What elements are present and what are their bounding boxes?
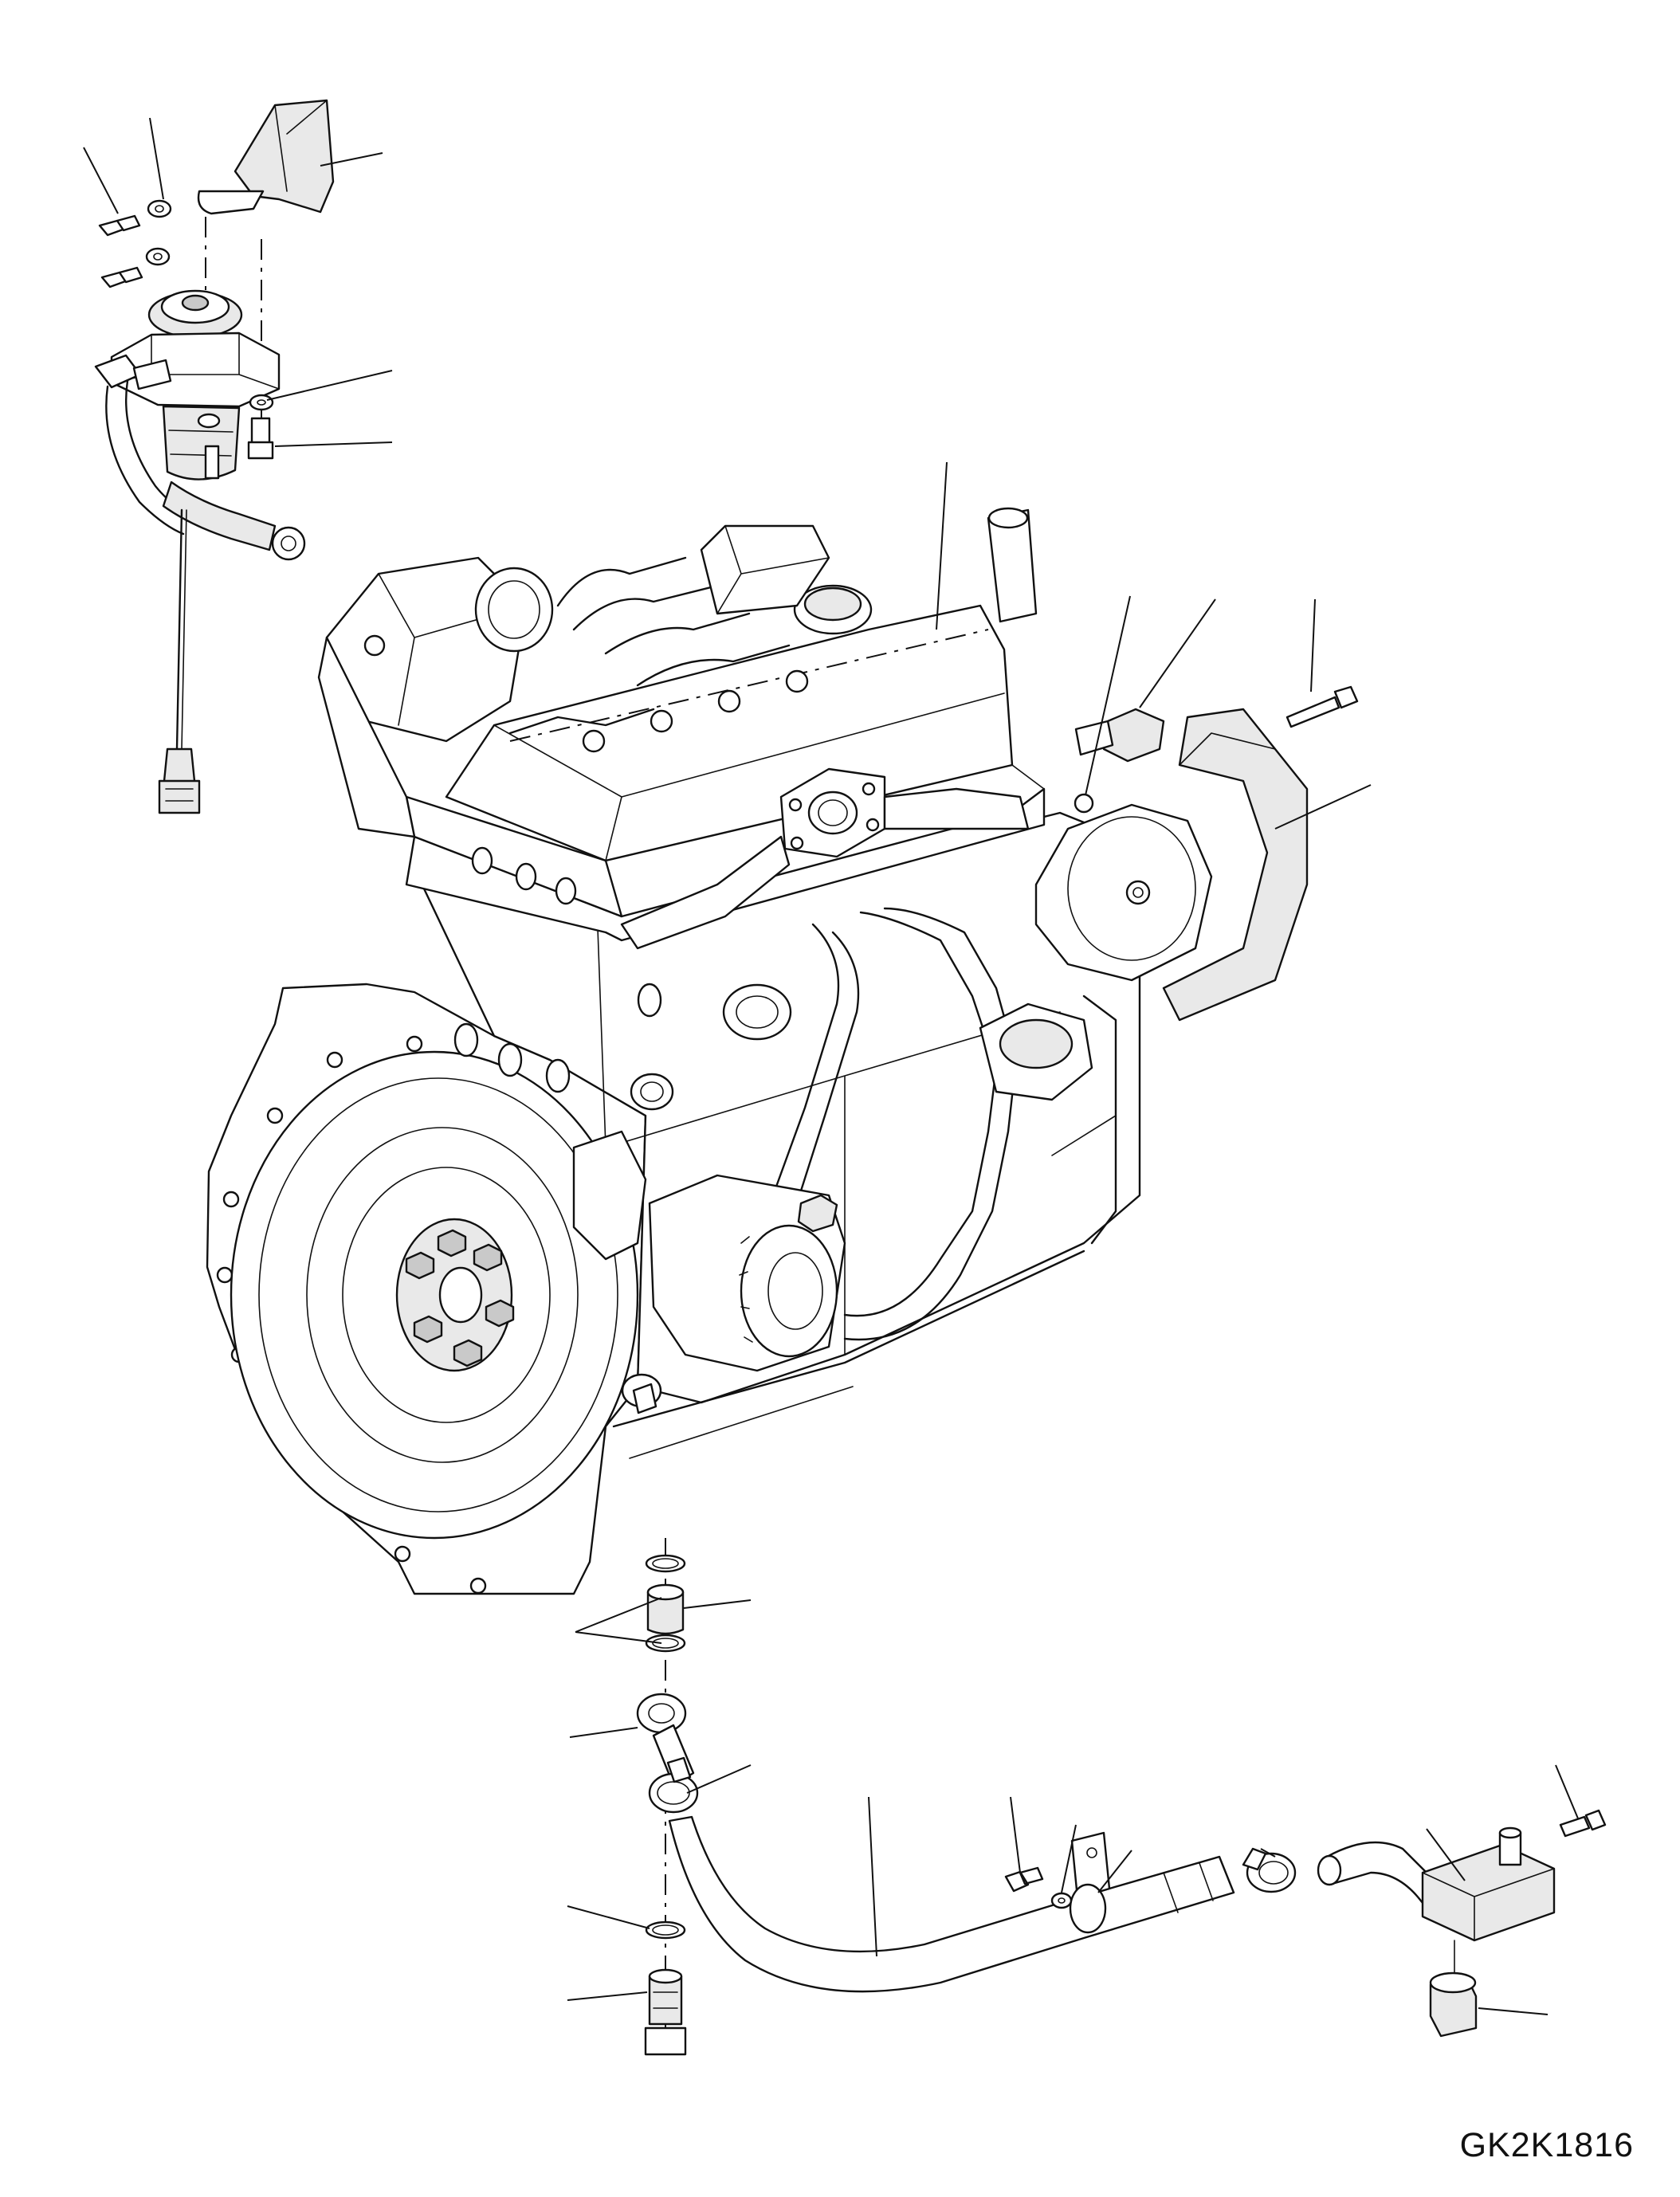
water-temp-sensor [1102, 708, 1165, 763]
junction-block [1421, 1843, 1556, 1942]
injectors [582, 669, 809, 753]
o-ring-upper [645, 1554, 686, 1573]
coolant-pipe [843, 911, 998, 1317]
bolt-top-2 [100, 266, 143, 288]
nut-right [1074, 793, 1094, 814]
lower-pipe-assembly [636, 1538, 1607, 2056]
short-hose [1325, 1841, 1436, 1910]
bolt-junction [1559, 1809, 1607, 1838]
bolt-top-right [1286, 696, 1340, 728]
sensor-connector [158, 747, 201, 814]
filter-bowl [162, 405, 241, 481]
fuel-filter-assembly [83, 99, 393, 814]
o-ring-lower [645, 1634, 686, 1653]
drawing-code: GK2K1816 [1459, 2126, 1634, 2164]
fan-belt-cover [1162, 708, 1309, 1022]
washer-bracket [1050, 1892, 1073, 1909]
bolt-top-1 [98, 214, 141, 237]
washer-top-2 [145, 247, 171, 266]
oil-return-hose [668, 1815, 1235, 1993]
fuel-injector-lines [508, 556, 791, 735]
bolt-bracket [1004, 1866, 1044, 1893]
banjo-fitting [636, 1693, 687, 1734]
alternator [1034, 803, 1213, 982]
oil-pressure-switch [797, 1194, 838, 1233]
sleeve [646, 1591, 685, 1635]
banjo-fitting-filter [271, 526, 306, 561]
washer-top-1 [147, 199, 172, 218]
sensor-wire [175, 508, 183, 751]
bolt-lower [247, 417, 274, 460]
flywheel-bolts [405, 1229, 515, 1367]
hose-bracket [1070, 1831, 1111, 1900]
callout-leaders [567, 461, 1579, 2015]
engine-assembly [206, 507, 1359, 1595]
o-ring-bottom [645, 1920, 686, 1940]
